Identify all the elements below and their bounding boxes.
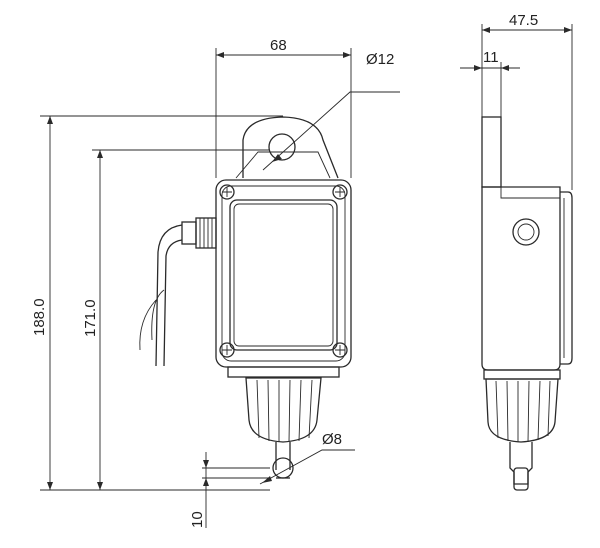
dim-total-height: 188.0: [31, 298, 48, 336]
side-dimensions: 47.5 11: [460, 12, 573, 190]
housing-lid: [221, 185, 346, 362]
front-view: [139, 116, 352, 479]
lid-window-inner: [233, 203, 334, 347]
side-pin: [513, 467, 529, 491]
knob: [245, 377, 322, 443]
corner-screws: [219, 184, 348, 358]
side-gland-inner: [517, 223, 535, 241]
shaft: [275, 442, 291, 470]
side-body-step: [500, 187, 560, 199]
dim-width-front: 68: [270, 37, 287, 54]
side-view: [481, 116, 573, 491]
side-tab: [481, 116, 502, 188]
knob-ribs: [256, 379, 313, 443]
front-dimensions: 68 Ø12 188.0 171.0 Ø8 10: [31, 37, 400, 528]
side-gland-outer: [512, 218, 540, 246]
side-shaft: [509, 442, 533, 485]
side-body: [481, 186, 561, 371]
cable-gland: [181, 217, 217, 249]
dim-hole-dia: Ø12: [366, 51, 394, 68]
dim-pin-dia: Ø8: [322, 431, 342, 448]
dim-tab-width: 11: [483, 49, 499, 66]
dim-height-to-hole: 171.0: [82, 299, 99, 337]
housing-base: [227, 366, 340, 378]
side-knob: [485, 378, 559, 443]
dim-pin-length: 10: [189, 511, 206, 528]
housing-outer: [215, 179, 352, 368]
mount-hole: [268, 133, 296, 161]
cable: [155, 224, 183, 367]
side-lid: [560, 191, 573, 365]
cable-loose-wire: [139, 289, 165, 351]
side-base: [483, 369, 561, 380]
lid-window: [229, 199, 338, 351]
mounting-tab: [242, 116, 339, 179]
dim-depth: 47.5: [509, 12, 538, 29]
tab-inner-bevel: [235, 151, 331, 179]
